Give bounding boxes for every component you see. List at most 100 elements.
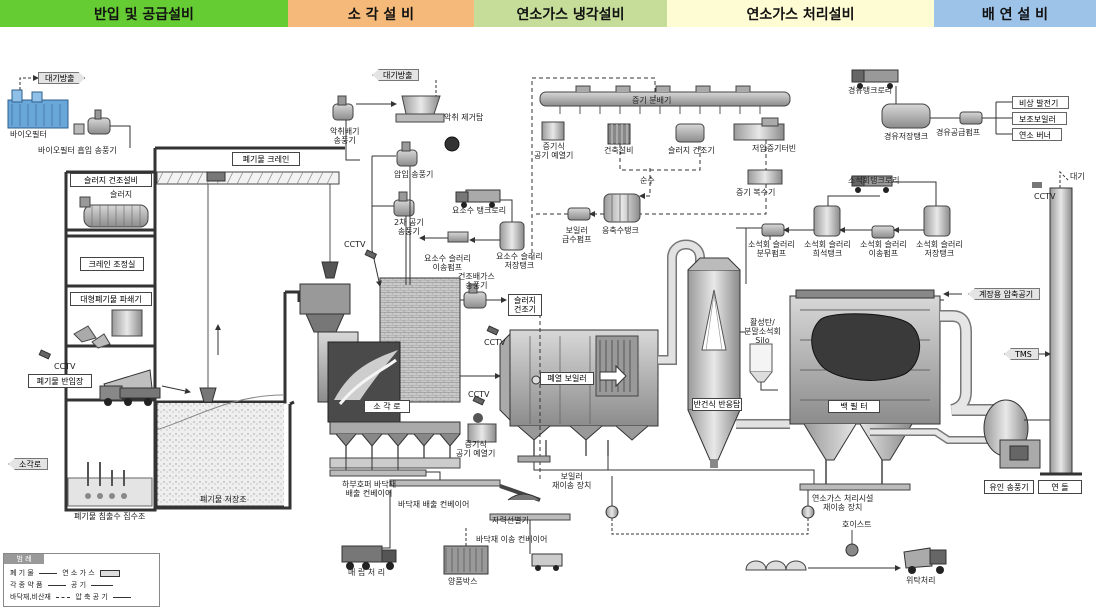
leachate-basin [67, 477, 153, 507]
crane-room-label: 크레인 조정실 [80, 257, 144, 271]
condensate-tank-label: 응축수탱크 [602, 226, 639, 235]
sludge-drying-label: 슬러지 건조설비 [70, 173, 152, 187]
legend-flue-gas: 연 소 가 스 [62, 569, 95, 577]
burner-tag: 연소 버너 [1012, 128, 1062, 141]
oil-system [851, 69, 983, 129]
incinerator-unit [299, 277, 461, 469]
bulky-crusher-label: 대형폐기물 파쇄기 [70, 292, 152, 306]
lime-truck-label: 소석회탱크로리 [848, 176, 900, 185]
odor-tower [395, 95, 460, 152]
hoist-and-sacks [745, 530, 947, 574]
sludge-dryer2-label: 슬러지 건조기 [668, 146, 715, 155]
cctv-boiler2-label: CCTV [468, 390, 490, 399]
waste-crane-label: 폐기물 크레인 [232, 152, 300, 166]
waste-pit-label: 폐기물 저장조 [200, 495, 247, 504]
hoist-label: 호이스트 [842, 520, 872, 529]
sludge-dryer-label: 슬러지 건조기 [508, 294, 542, 316]
spray-reactor-unit [687, 257, 741, 468]
building-label: 건축설비 [604, 146, 634, 155]
activated-carbon-label: 활성탄/ 분말소석회 Silo [744, 318, 781, 345]
cctv-incinerator-label: CCTV [344, 240, 366, 249]
scrap-box-label: 양품박스 [448, 577, 478, 586]
spray-reactor-label: 반건식 반응탑 [692, 398, 742, 411]
crane-trolley [206, 171, 226, 182]
atmosphere-label: 대기 [1070, 172, 1085, 181]
oil-truck-label: 경유탱크로리 [848, 86, 893, 95]
emergency-gen-tag: 비상 발전기 [1012, 96, 1070, 109]
upper-cooling-equipment [541, 117, 785, 185]
secondary-fan-label: 2차 공기 송풍기 [394, 218, 424, 236]
boiler-transfer-label: 보일러 재이송 장치 [552, 472, 592, 490]
lime-storage-tank-label: 소석회 슬러리 저장탱크 [916, 240, 963, 258]
urea-equipment [419, 189, 525, 251]
sludge-label: 슬러지 [110, 190, 133, 199]
boiler-feed-pump-label: 보일러 급수펌프 [562, 226, 592, 244]
conveyors [329, 469, 571, 575]
oil-pump-label: 경유공급펌프 [936, 128, 981, 137]
odor-remove-label: 악취 제거탑 [444, 113, 484, 122]
waste-entry-label: 폐기물 반입장 [28, 374, 92, 388]
stack-unit [1040, 187, 1082, 476]
id-fan-label: 유인 송풍기 [984, 480, 1034, 494]
condensate-system [567, 193, 641, 223]
section-header-gas-treatment: 연소가스 처리설비 [667, 0, 934, 27]
lime-dilution-tank-label: 소석회 슬러리 희석탱크 [804, 240, 851, 258]
urea-tank-label: 요소수 슬러리 저장탱크 [496, 252, 543, 270]
magnet-label: 자력선별기 [492, 516, 529, 525]
biofilter-unit [7, 89, 111, 135]
legend-waste: 폐 기 물 [10, 569, 34, 577]
landfill-label: 매 립 처 리 [348, 568, 386, 577]
legend-compressed-air: 압 축 공 기 [75, 593, 108, 601]
bag-filter-label: 백 필 터 [828, 400, 880, 413]
forced-fan-label: 압입 송풍기 [394, 170, 434, 179]
steam-air-preheater2-label: 증기식 공기 예열기 [534, 142, 574, 160]
turbine-label: 저압증기터빈 [752, 144, 797, 153]
incinerator-label: 소 각 로 [364, 400, 410, 413]
cctv-boiler-label: CCTV [484, 338, 506, 347]
cctv-left-label: CCTV [54, 362, 76, 371]
legend-row-3: 바닥재,비산재 압 축 공 기 [10, 592, 132, 602]
waste-pit-fill [156, 403, 284, 507]
ash-transfer-lines [517, 455, 911, 535]
dryer-gas-fan-label: 건조배가스 송풍기 [458, 272, 495, 290]
activated-carbon-silo [749, 343, 778, 391]
legend-air: 공 기 [70, 581, 87, 589]
bulky-crusher-unit [73, 309, 143, 349]
legend-row-2: 각 종 약 품 공 기 [10, 580, 114, 590]
legend-row-1: 폐 기 물 연 소 가 스 [10, 568, 120, 578]
legend: 범 례 폐 기 물 연 소 가 스 각 종 약 품 공 기 바닥재,비산재 압 … [3, 553, 160, 607]
crane-grab-bucket [199, 387, 217, 403]
biofilter-label: 바이오필터 [10, 130, 47, 139]
urea-truck-label: 요소수 탱크로리 [452, 206, 507, 215]
landfill-truck [341, 545, 397, 570]
section-header-gas-cooling: 연소가스 냉각설비 [474, 0, 667, 27]
odor-fans [332, 95, 418, 217]
tms-tag: TMS [1004, 348, 1039, 360]
legend-chemicals: 각 종 약 품 [10, 581, 43, 589]
stack-label: 연 돌 [1038, 480, 1082, 494]
urea-pump-label: 요소수 슬러리 이송펌프 [424, 254, 471, 272]
leachate-label: 폐기물 침출수 집수조 [74, 512, 146, 521]
waste-boiler-label: 폐열 보일러 [540, 372, 594, 385]
steam-condenser-label: 증기 복수기 [736, 188, 776, 197]
atm-out-top-tag: 대기방출 [372, 69, 420, 81]
section-header-exhaust: 배 연 설 비 [934, 0, 1096, 27]
pure-water-label: 순수 [640, 176, 655, 185]
legend-ash: 바닥재,비산재 [10, 593, 51, 601]
sludge-dryer-unit [79, 196, 149, 228]
crane-grab-bucket-2 [321, 261, 339, 279]
lime-spray-pump-label: 소석회 슬러리 분무펌프 [748, 240, 795, 258]
gas-transfer-label: 연소가스 처리시설 재이송 장치 [812, 494, 874, 512]
steam-air-preheater-label: 증기식 공기 예열기 [456, 440, 496, 458]
steam-header-unit [539, 85, 791, 114]
waste-truck [99, 369, 161, 406]
waste-boiler-unit [499, 329, 659, 456]
bottom-conveyor-label: 하부호퍼 바닥재 배출 컨베이어 [342, 480, 397, 498]
cctv-stack-label: CCTV [1034, 192, 1056, 201]
atm-out-left-tag: 대기방출 [38, 72, 85, 84]
instrument-air-tag: 계장용 압축공기 [968, 288, 1041, 300]
dryer-gas-fan [460, 283, 507, 309]
steam-header-label: 증기 분배기 [632, 96, 672, 105]
cctv-camera-icons [38, 249, 500, 406]
